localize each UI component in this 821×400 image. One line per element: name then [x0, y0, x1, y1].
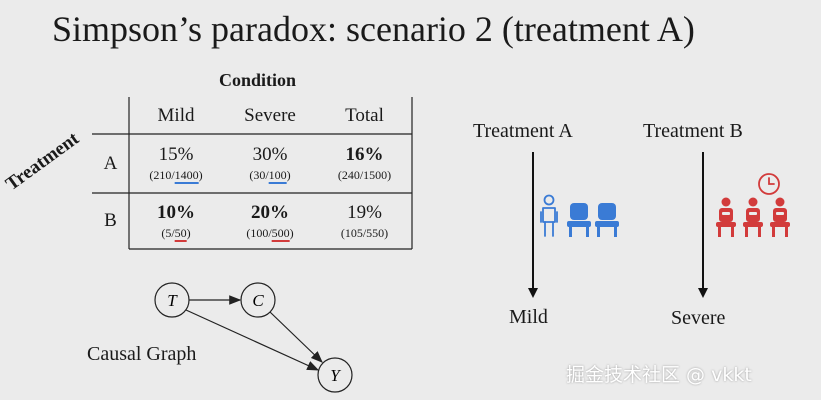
node-y-label: Y — [330, 366, 341, 385]
highlighted-denominator: 500 — [271, 225, 290, 240]
cell-fraction: (210/1400) — [149, 168, 203, 182]
treatment-b-label: Treatment B — [643, 120, 743, 142]
condition-label: Condition — [219, 70, 297, 90]
watermark: 掘金技术社区 @ vkkt — [566, 364, 752, 386]
column-header-mild: Mild — [157, 104, 195, 126]
table-cell: 10% (5/50) — [129, 193, 223, 249]
column-header-severe: Severe — [244, 104, 296, 126]
cell-fraction: (30/100) — [249, 168, 291, 182]
node-t-label: T — [167, 291, 178, 310]
cell-fraction: (5/50) — [161, 225, 191, 240]
outcome-severe-label: Severe — [671, 307, 726, 329]
column-header-total: Total — [345, 104, 384, 126]
node-y — [317, 357, 353, 393]
table-cell: 30% (30/100) — [223, 134, 317, 193]
highlighted-denominator: 100 — [268, 168, 287, 182]
table-cell: 19% (105/550) — [317, 193, 412, 249]
table-cell: 15% (210/1400) — [129, 134, 223, 193]
treatment-a-label: Treatment A — [473, 120, 573, 142]
table-cell: 20% (100/500) — [223, 193, 317, 249]
cell-percentage: 10% — [157, 201, 195, 223]
row-label-b: B — [104, 210, 117, 231]
edge-t-y — [185, 309, 320, 371]
table-cell: 16% (240/1500) — [317, 134, 412, 193]
cell-fraction: (240/1500) — [337, 168, 392, 182]
cell-percentage: 20% — [251, 201, 289, 223]
cell-percentage: 19% — [347, 201, 382, 223]
cell-percentage: 15% — [158, 144, 194, 165]
cell-fraction: (105/550) — [340, 225, 389, 240]
waiting-room-red-icon — [716, 197, 790, 237]
outcome-mild-label: Mild — [509, 306, 548, 328]
causal-graph-label: Causal Graph — [87, 343, 197, 365]
highlighted-denominator: 50 — [174, 225, 187, 240]
highlighted-denominator: 1400 — [174, 168, 199, 182]
row-label-a: A — [103, 152, 118, 174]
clock-icon — [758, 173, 780, 195]
cell-percentage: 30% — [252, 144, 288, 165]
chair-icon — [567, 203, 619, 237]
node-c-label: C — [252, 291, 264, 310]
slide-title: Simpson’s paradox: scenario 2 (treatment… — [52, 9, 695, 49]
edge-c-y — [269, 311, 323, 363]
cell-fraction: (100/500) — [246, 225, 294, 240]
waiting-room-blue-icon — [540, 194, 558, 237]
cell-percentage: 16% — [345, 144, 384, 165]
